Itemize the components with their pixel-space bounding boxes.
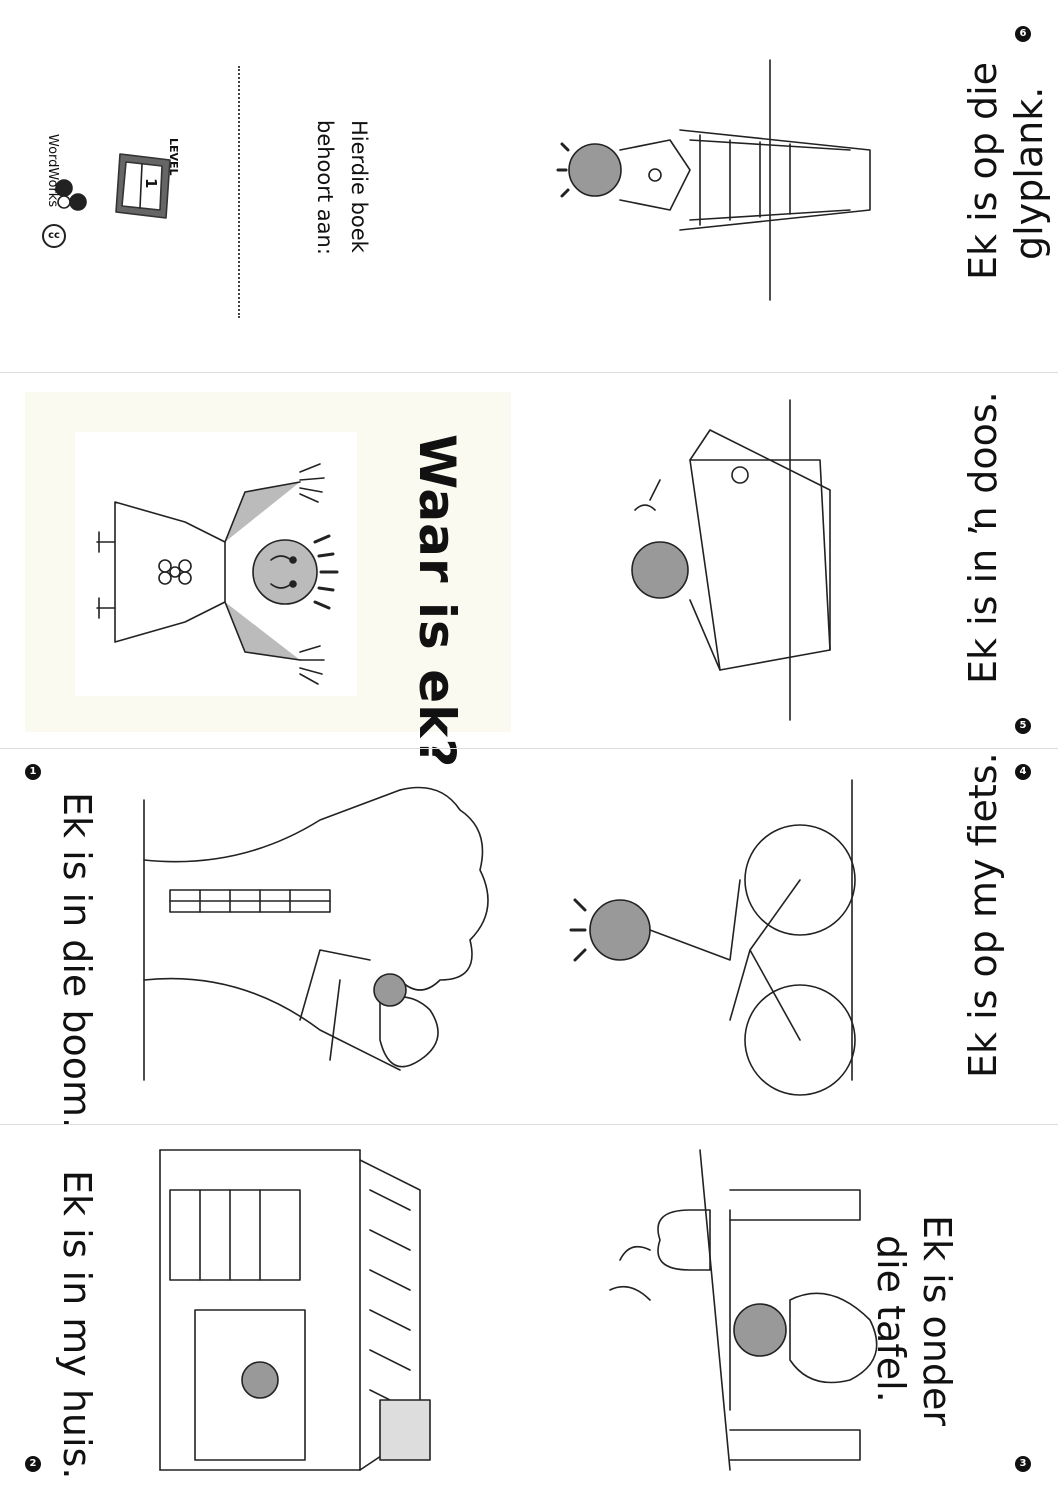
fold-guide: [0, 1124, 1058, 1125]
page-6-line-1: Ek is op die: [961, 61, 1005, 280]
owner-name-line: [238, 66, 240, 318]
cover-illustration-frame: [75, 432, 357, 696]
cc-license-badge: cc: [42, 224, 66, 248]
page-1-text: Ek is in die boom.: [55, 792, 99, 1130]
bike-illustration: [569, 779, 856, 1096]
page-number-6: 6: [1015, 26, 1031, 42]
page-5-text: Ek is in ŉ doos.: [961, 391, 1005, 684]
page-number-2: 2: [25, 1456, 41, 1472]
page-4-text: Ek is op my fiets.: [961, 752, 1005, 1078]
house-illustration: [159, 1149, 431, 1471]
level-number: 1: [142, 178, 160, 189]
page-2-text: Ek is in my huis.: [55, 1170, 99, 1480]
box-illustration: [631, 399, 831, 721]
slide-illustration: [556, 59, 871, 301]
tree-illustration: [143, 786, 489, 1081]
fold-guide: [0, 372, 1058, 373]
owner-line-2: behoort aan:: [313, 120, 337, 255]
page-number-4: 4: [1015, 764, 1031, 780]
publisher-name: WordWorks: [45, 134, 60, 208]
page-number-1: 1: [25, 764, 41, 780]
page-number-3: 3: [1015, 1456, 1031, 1472]
page-6-line-2: glyplank.: [1007, 86, 1051, 260]
cover-title: Waar is ek?: [408, 434, 466, 769]
fold-guide: [0, 748, 1058, 749]
page-number-5: 5: [1015, 718, 1031, 734]
table-illustration: [609, 1149, 878, 1471]
owner-line-1: Hierdie boek: [347, 120, 371, 253]
book-icon: [115, 153, 171, 219]
girl-waving-illustration: [96, 463, 339, 685]
wordworks-faces-icon: [55, 179, 87, 211]
page-3-line-1: Ek is onder: [915, 1215, 959, 1426]
